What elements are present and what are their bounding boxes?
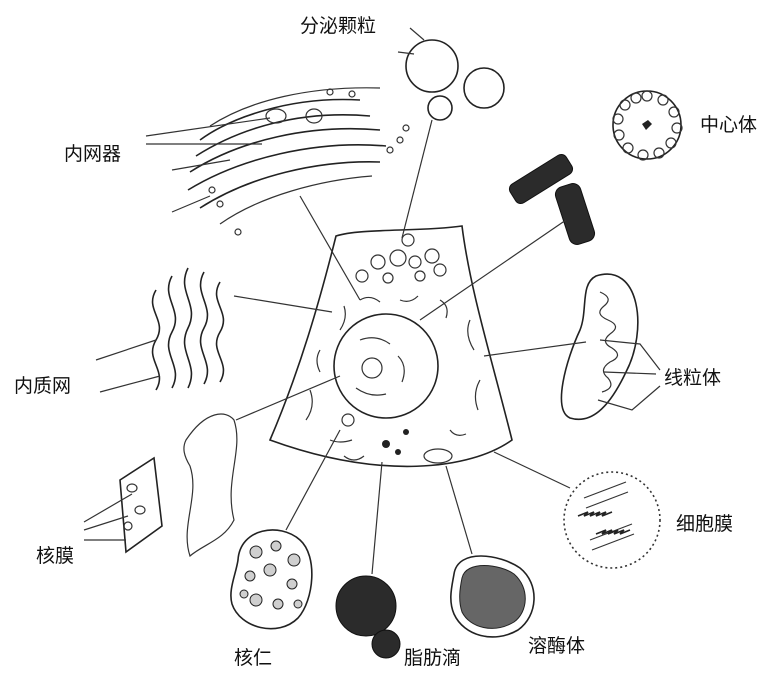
label-er: 内质网 [14, 375, 71, 397]
lipid-droplet [336, 462, 400, 658]
nucleolus [231, 430, 340, 629]
label-secretory-granules: 分泌颗粒 [300, 15, 376, 37]
label-nuclear-membrane: 核膜 [36, 545, 74, 567]
nuclear-membrane [84, 376, 340, 556]
nucleus [334, 314, 438, 418]
cell-body [270, 226, 512, 466]
mitochondrion [484, 274, 660, 419]
label-golgi: 内网器 [64, 143, 121, 165]
secretory-granules [398, 28, 504, 238]
label-lysosome: 溶酶体 [528, 635, 585, 657]
endoplasmic-reticulum [96, 268, 332, 392]
cell-membrane-detail [494, 452, 660, 568]
label-lipid-droplet: 脂肪滴 [404, 647, 461, 669]
centrosome [613, 91, 682, 160]
label-nucleolus: 核仁 [234, 647, 272, 669]
label-mitochondria: 线粒体 [664, 367, 721, 389]
label-centrosome: 中心体 [700, 114, 757, 136]
centrioles [420, 152, 597, 320]
label-cell-membrane: 细胞膜 [676, 513, 733, 535]
golgi-apparatus [146, 88, 409, 300]
lysosome [446, 466, 534, 637]
